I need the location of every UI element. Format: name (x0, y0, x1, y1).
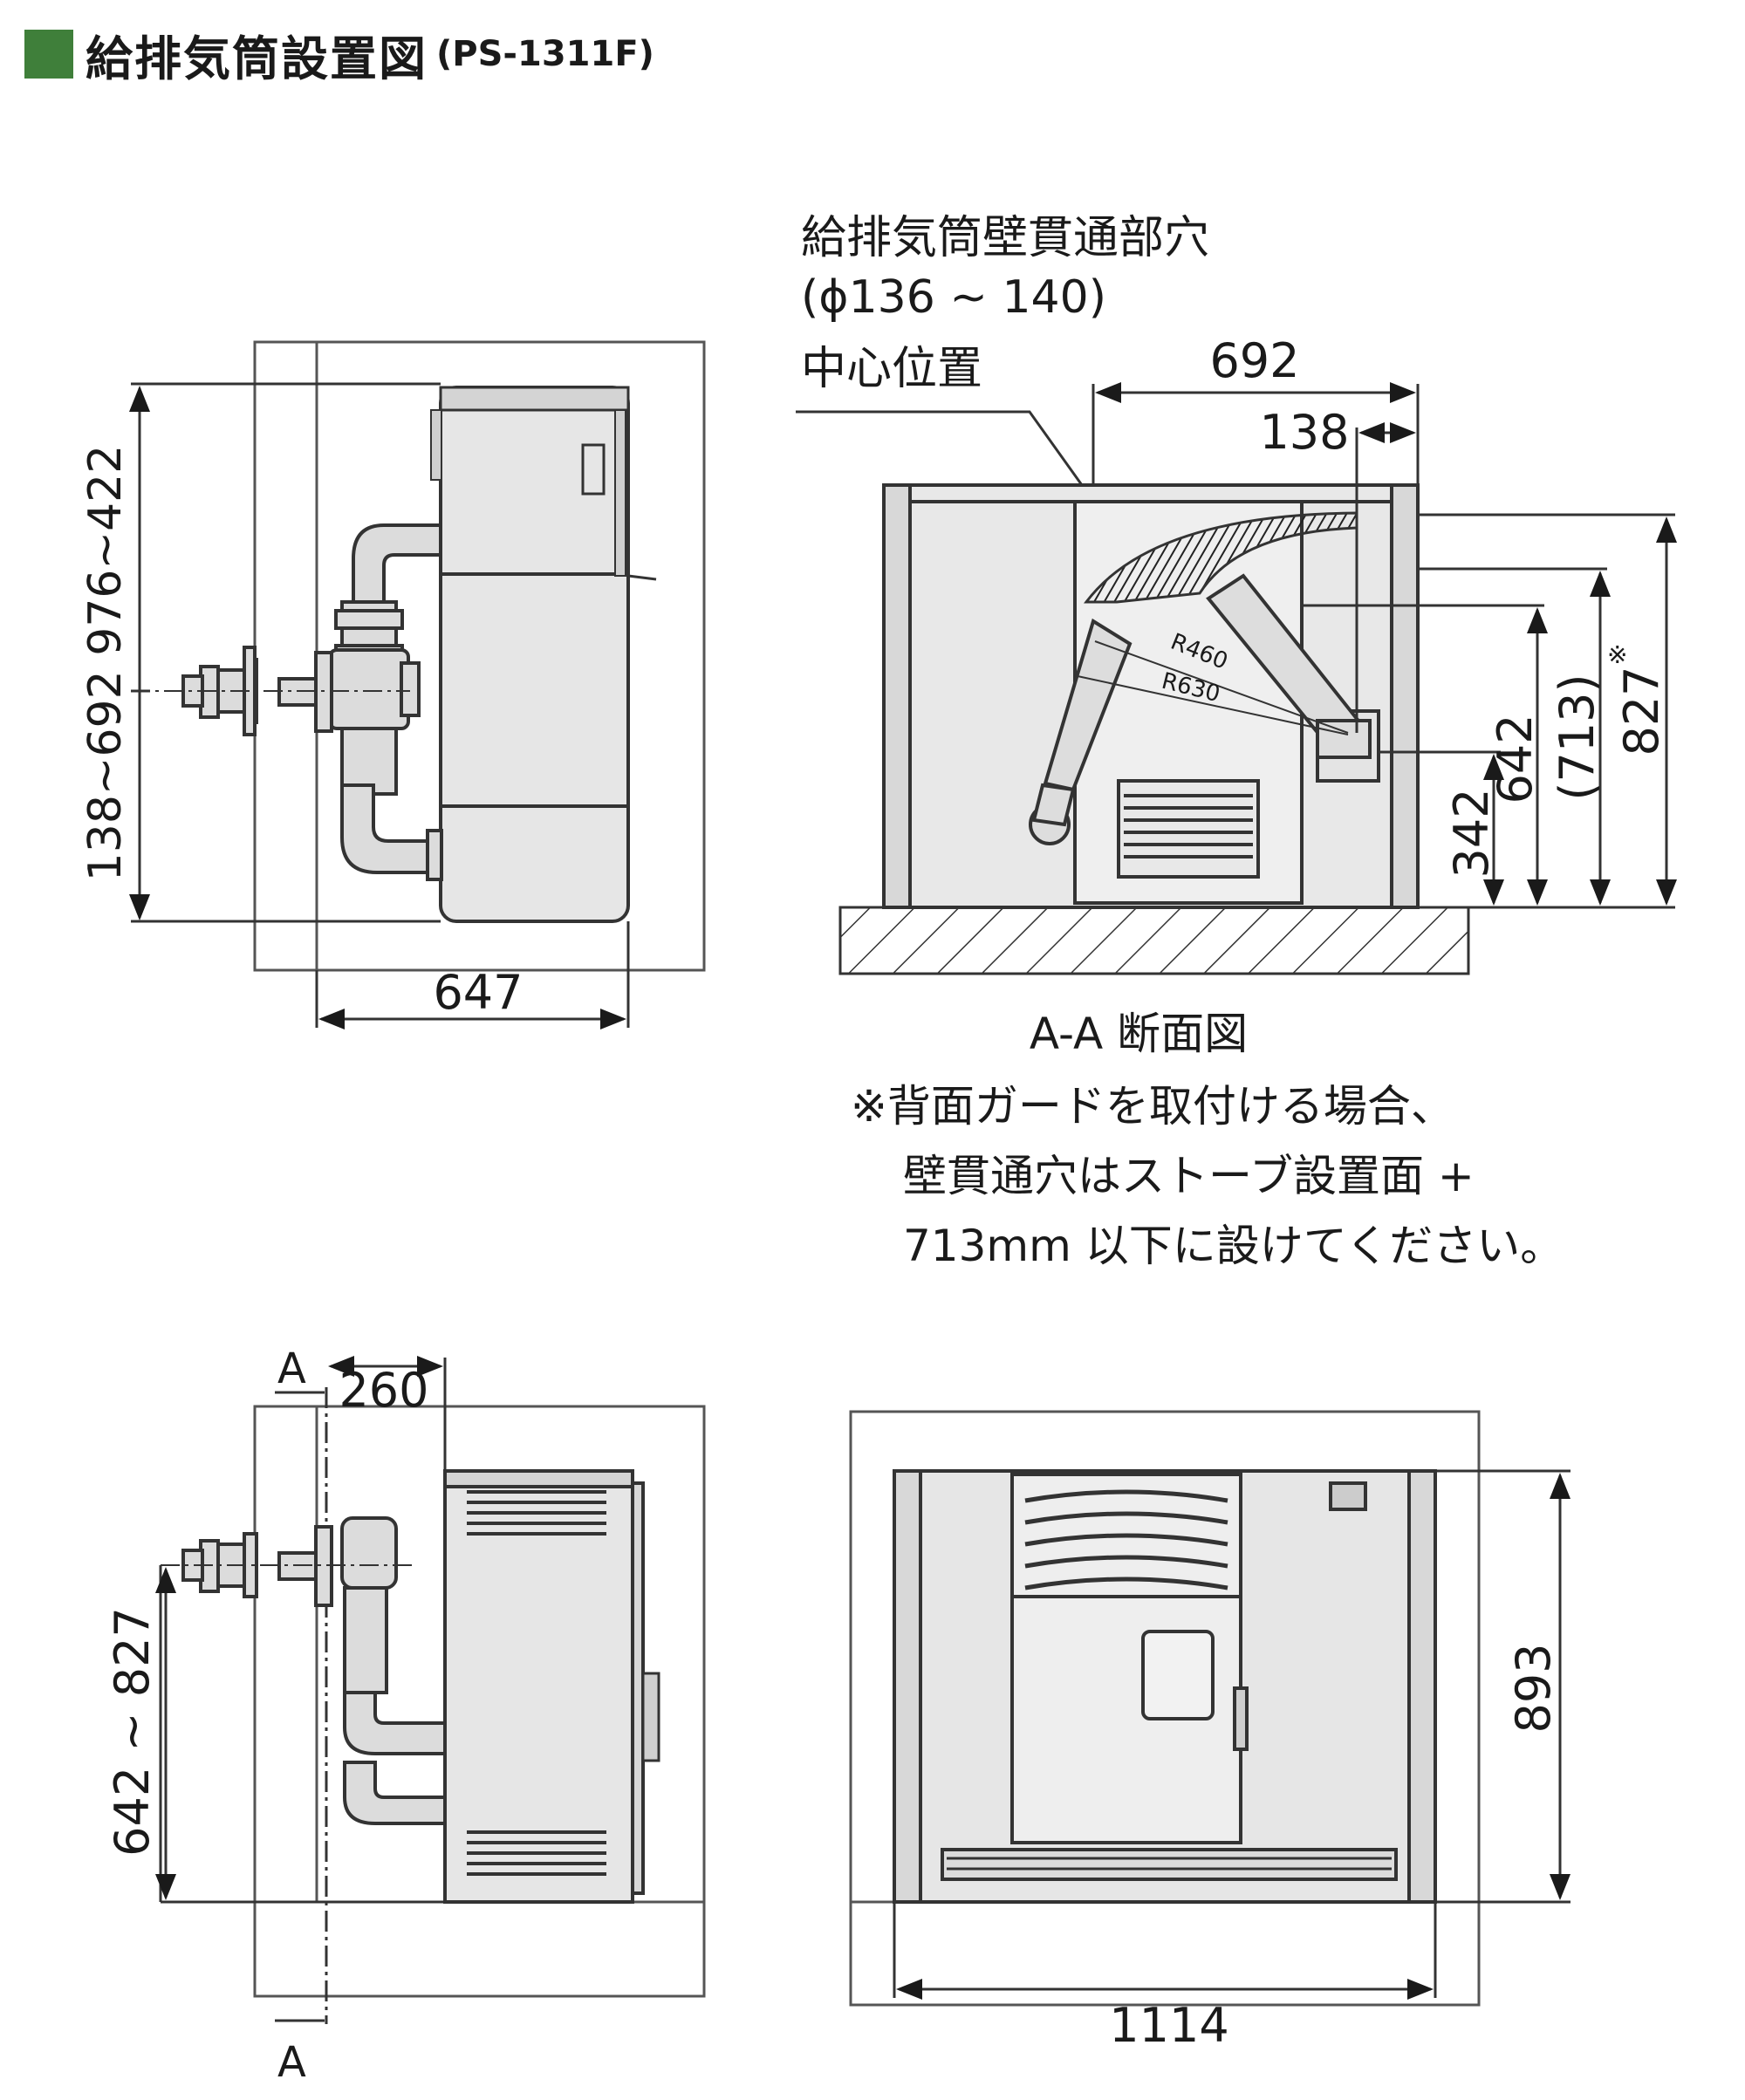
stove-body (430, 386, 657, 923)
dim-713-mark: ※ (1607, 640, 1627, 669)
dim-side-vertical: 138~692 976~422 (79, 445, 132, 882)
section-pipes (1029, 573, 1372, 845)
dim-692: 692 (1209, 333, 1299, 388)
hole-label-line3: 中心位置 (801, 343, 982, 395)
flue-pipe-assembly-bottom (181, 1516, 447, 1825)
dim-647: 647 (433, 965, 523, 1020)
side-view-top: 138~692 976~422 647 (79, 340, 706, 1029)
hole-label-line2: (ϕ136 ~ 140) (801, 271, 1106, 324)
front-stove-body (893, 1469, 1437, 1904)
front-louvers (1024, 1489, 1228, 1590)
wall-outline-bottom (253, 1405, 706, 1998)
r460-line (1094, 640, 1349, 734)
side-view-bottom: A A (105, 1344, 706, 2087)
section-caption: A-A 断面図 (1030, 1009, 1248, 1059)
front-bottom-grille (947, 1857, 1392, 1871)
front-wall-outline (849, 1410, 1481, 2007)
model-number: (PS-1311F) (436, 34, 654, 74)
handle-icon (641, 1672, 660, 1762)
dim-642-827: 642 ~ 827 (105, 1607, 160, 1857)
section-view: 給排気筒壁貫通部穴 (ϕ136 ~ 140) 中心位置 (796, 212, 1677, 1059)
cut-label-bottom: A (277, 2038, 306, 2087)
r630-line (1077, 675, 1349, 735)
floor-hatch (838, 906, 1470, 975)
stove-body-bottom (443, 1469, 645, 1904)
dim-827: 827 (1614, 666, 1669, 756)
dim-260-lines (155, 1356, 447, 1904)
cut-label-top: A (277, 1344, 306, 1393)
dim-713: (713) (1550, 674, 1605, 800)
side-width-dimension (315, 921, 630, 1029)
flue-pipe-assembly (181, 523, 443, 881)
section-right-dimensions (1302, 513, 1677, 909)
dim-342: 342 (1444, 788, 1499, 878)
hole-label-line1: 給排気筒壁貫通部穴 (801, 212, 1209, 264)
title-marker-icon (24, 30, 73, 79)
note-line-3: 713mm 以下に設けてください。 (903, 1221, 1564, 1271)
vent-slots-top (467, 1490, 606, 1536)
page-title: 給排気筒設置図 (86, 31, 428, 86)
front-view: 893 1114 (849, 1410, 1570, 2053)
dim-642: 642 (1488, 714, 1543, 804)
section-top-dimensions (1091, 382, 1420, 733)
header: 給排気筒設置図 (PS-1311F) (24, 19, 654, 89)
grille-lines (1124, 794, 1253, 858)
front-dimensions (893, 1469, 1570, 2000)
note-line-1: ※背面ガードを取付ける場合、 (851, 1081, 1454, 1132)
vent-slots-bottom (467, 1830, 606, 1876)
side-vertical-dimension (129, 382, 441, 923)
dim-260: 260 (339, 1363, 428, 1418)
dim-893: 893 (1506, 1643, 1561, 1733)
note-line-2: 壁貫通穴はストーブ設置面 + (903, 1151, 1475, 1201)
dim-138: 138 (1259, 405, 1349, 460)
dim-1114: 1114 (1109, 1998, 1228, 2053)
